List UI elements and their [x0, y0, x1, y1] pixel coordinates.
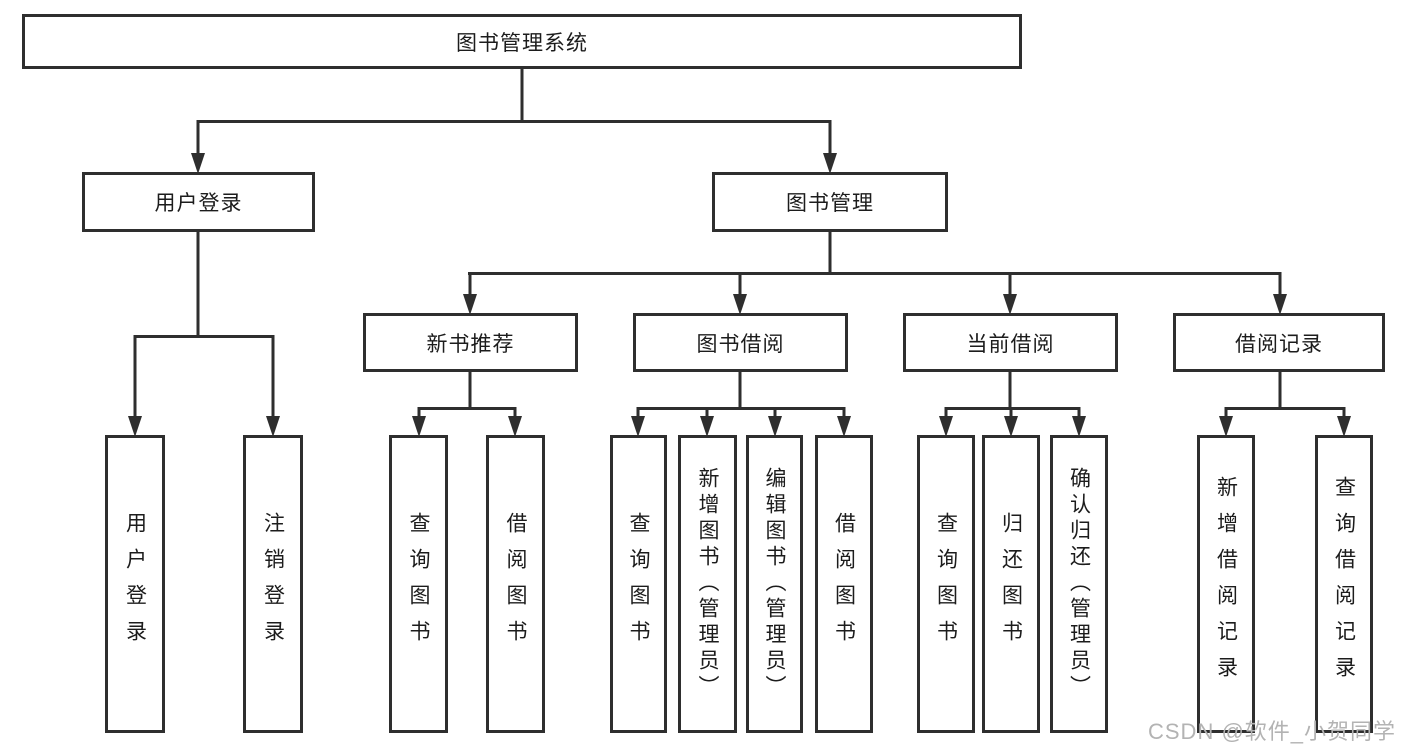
node-label: 归还图书	[999, 512, 1023, 656]
node-label: 新增图书（管理员）	[696, 467, 719, 701]
node-borrow-records: 借阅记录	[1173, 313, 1385, 372]
watermark: CSDN @软件_小贺同学	[1148, 719, 1397, 744]
node-label: 用户登录	[123, 512, 147, 656]
node-label: 查询图书	[407, 512, 430, 656]
arrow-down-icons	[128, 153, 1351, 437]
node-cb-confirm-return-admin: 确认归还（管理员）	[1050, 435, 1108, 733]
node-cb-return-books: 归还图书	[982, 435, 1040, 733]
node-root: 图书管理系统	[22, 14, 1022, 69]
node-bb-query-books: 查询图书	[610, 435, 667, 733]
node-bb-add-books-admin: 新增图书（管理员）	[678, 435, 737, 733]
node-nb-query-books: 查询图书	[389, 435, 448, 733]
node-label: 借阅图书	[832, 512, 856, 656]
node-label: 编辑图书（管理员）	[763, 467, 786, 701]
node-book-management: 图书管理	[712, 172, 948, 232]
node-bb-edit-books-admin: 编辑图书（管理员）	[746, 435, 803, 733]
node-cb-query-books: 查询图书	[917, 435, 975, 733]
node-label: 确认归还（管理员）	[1067, 467, 1091, 701]
node-book-borrow: 图书借阅	[633, 313, 848, 372]
node-label: 查询图书	[934, 512, 958, 656]
node-bb-borrow-books: 借阅图书	[815, 435, 873, 733]
node-label: 查询图书	[627, 512, 650, 656]
node-new-book-recommend: 新书推荐	[363, 313, 578, 372]
node-label: 查询借阅记录	[1332, 476, 1356, 692]
node-label: 新增借阅记录	[1214, 476, 1238, 692]
node-label: 借阅图书	[504, 512, 527, 656]
node-label: 注销登录	[261, 512, 285, 656]
node-nb-borrow-books: 借阅图书	[486, 435, 545, 733]
node-br-add-record: 新增借阅记录	[1197, 435, 1255, 733]
node-logout: 注销登录	[243, 435, 303, 733]
node-br-query-record: 查询借阅记录	[1315, 435, 1373, 733]
node-user-login: 用户登录	[105, 435, 165, 733]
node-current-borrow: 当前借阅	[903, 313, 1118, 372]
node-user-login-branch: 用户登录	[82, 172, 315, 232]
